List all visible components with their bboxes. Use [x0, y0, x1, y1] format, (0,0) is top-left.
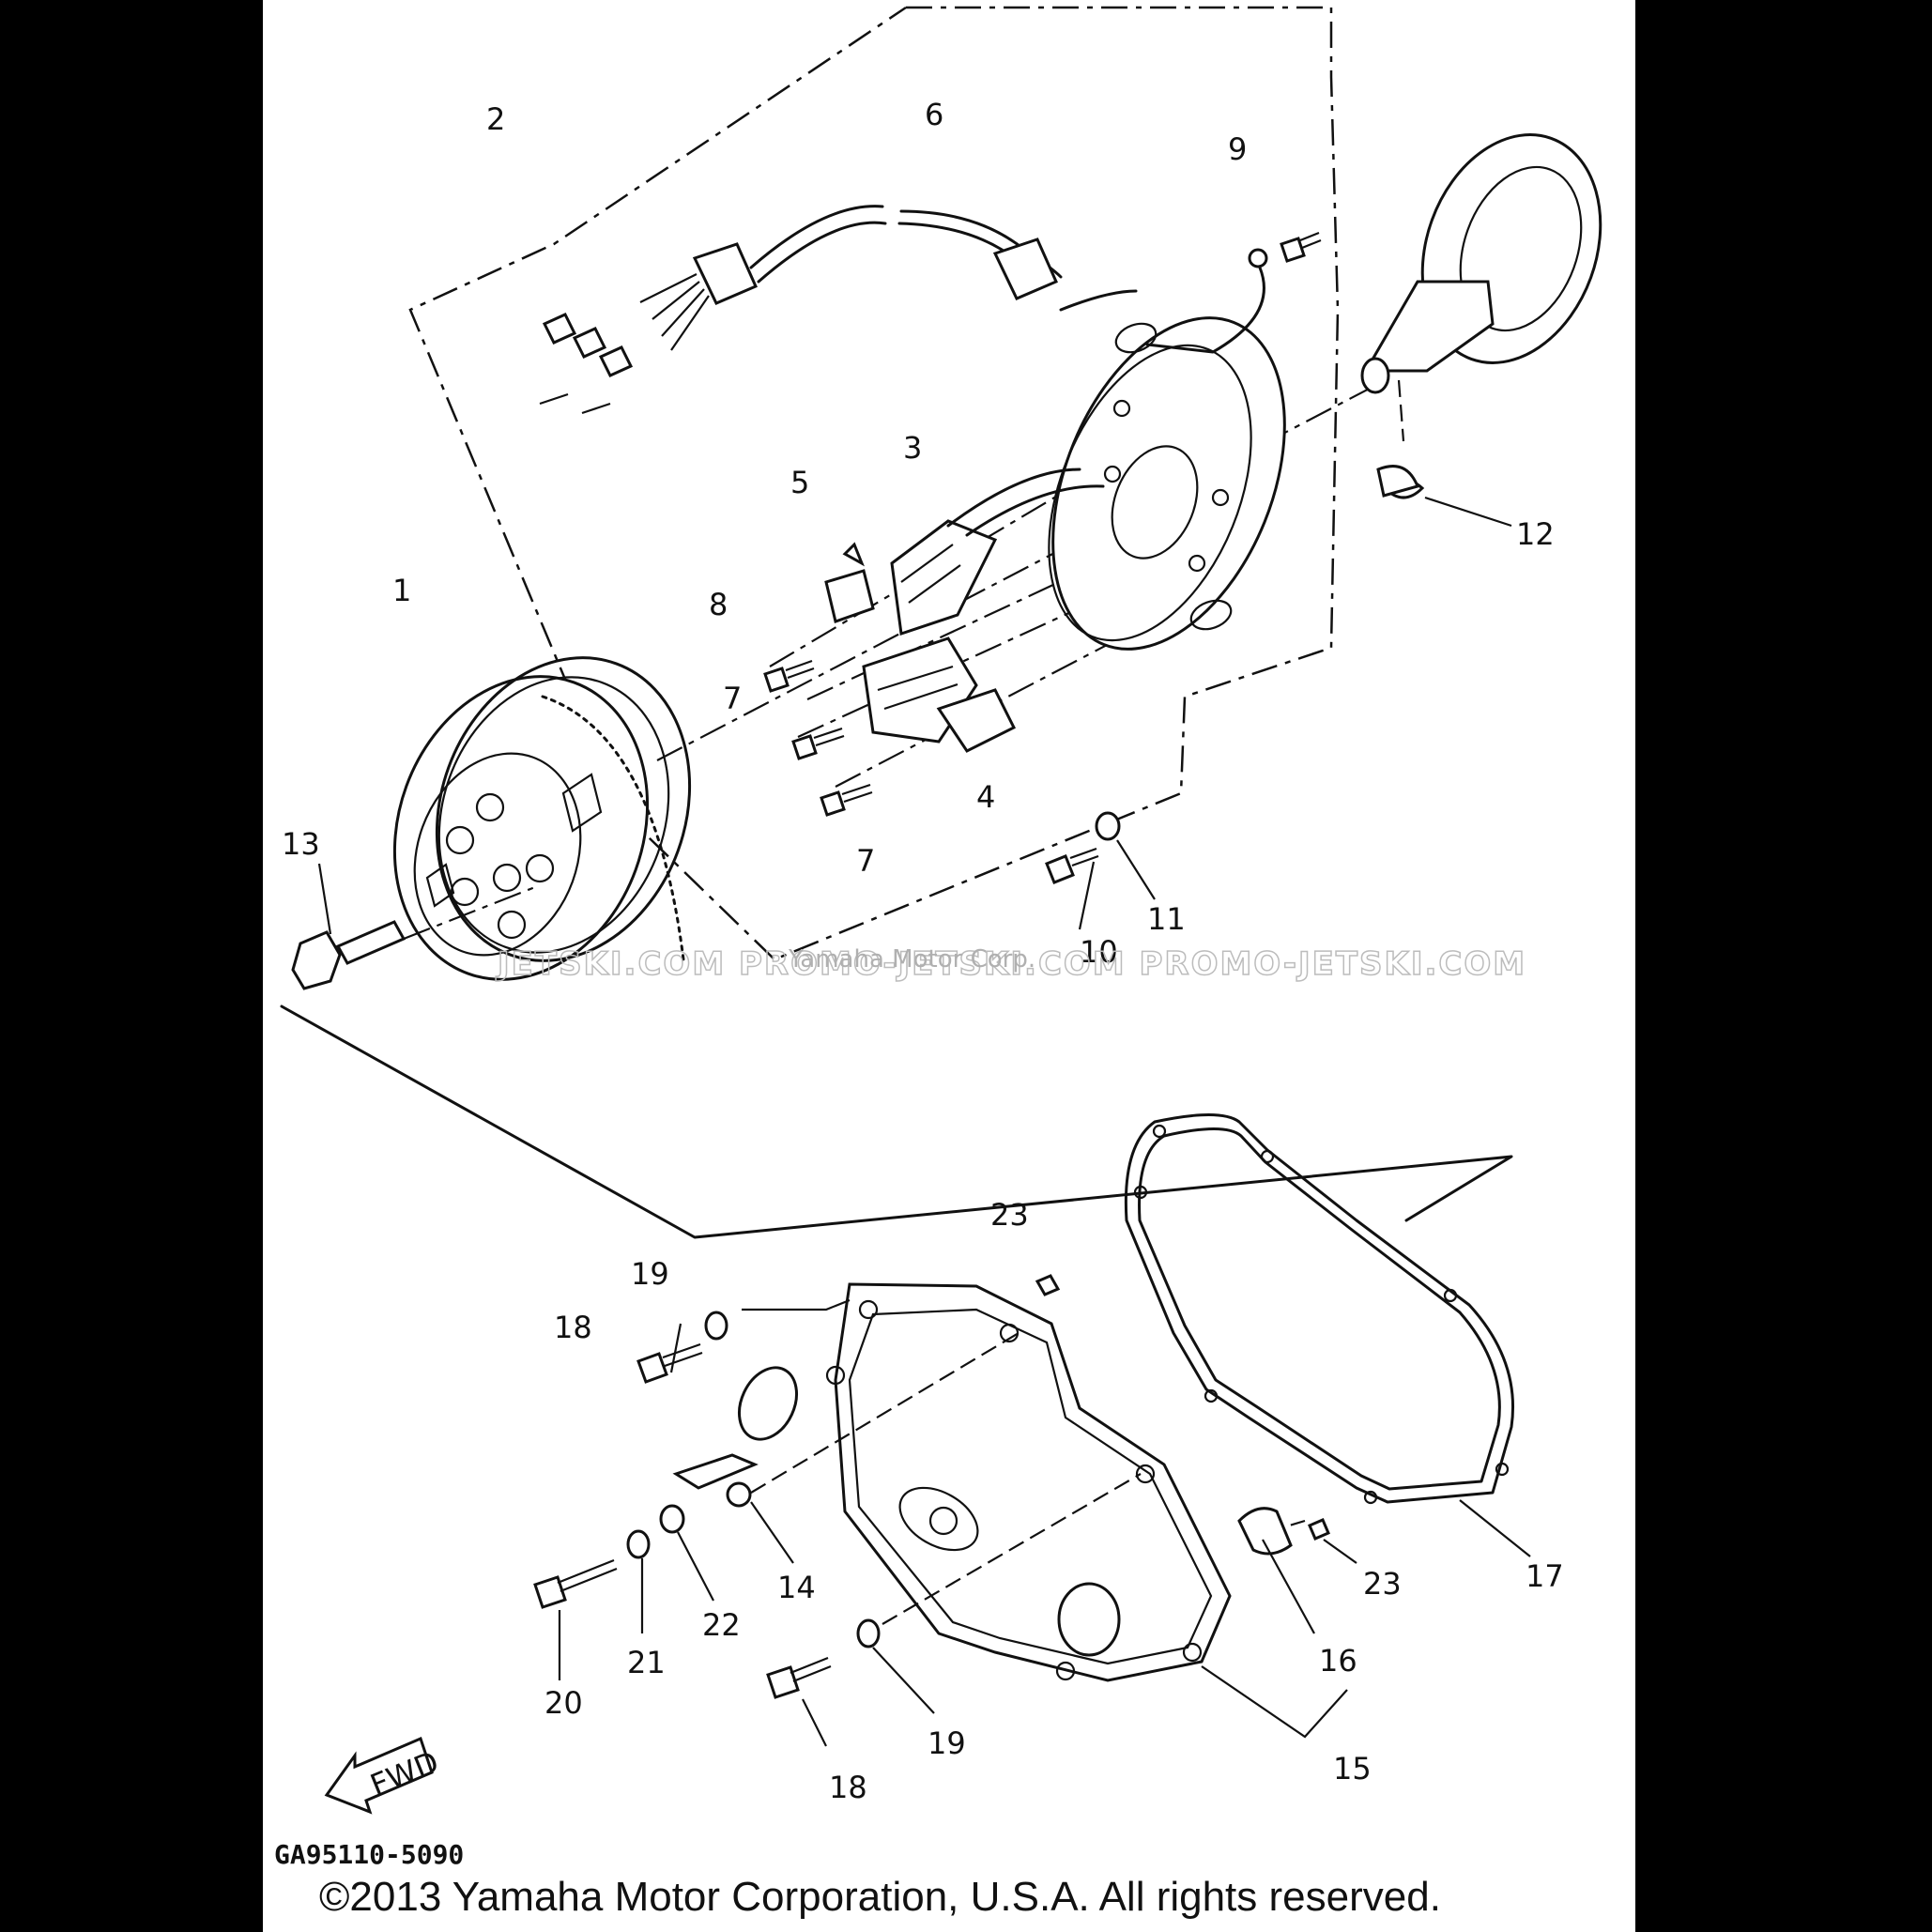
watermark-note: Yamaha Motor Corp.	[788, 945, 1035, 974]
callout-19a: 19	[631, 1256, 669, 1292]
watermark: JETSKI.COM PROMO-JETSKI.COM PROMO-JETSKI…	[495, 944, 1526, 984]
callout-23b: 23	[1363, 1566, 1402, 1602]
cover-group-outline	[280, 1004, 1513, 1239]
callout-23a: 23	[990, 1197, 1029, 1233]
forward-direction-arrow: FWD	[324, 1736, 444, 1815]
stator-screws	[763, 659, 873, 817]
drawing-code: GA95110-5090	[274, 1839, 464, 1870]
callout-13: 13	[282, 826, 320, 862]
plate-bolt-washer	[1045, 811, 1156, 930]
cover-gasket	[1124, 1113, 1531, 1557]
charge-coil	[890, 468, 1105, 636]
callout-22: 22	[702, 1607, 741, 1643]
callout-7a: 7	[723, 681, 742, 716]
flywheel-rotor	[392, 656, 692, 981]
callout-18b: 18	[829, 1770, 867, 1805]
wire-harness	[539, 205, 1322, 415]
callout-14: 14	[777, 1570, 816, 1605]
callout-10: 10	[1080, 934, 1118, 970]
callout-15: 15	[1333, 1751, 1372, 1786]
cover-fasteners	[533, 1274, 1357, 1747]
wire-clamp	[672, 1332, 1306, 1625]
callout-21: 21	[627, 1645, 666, 1680]
pulser-coil	[862, 636, 1017, 753]
stator-base-plate	[1048, 316, 1286, 651]
callout-8: 8	[709, 587, 728, 622]
callout-5: 5	[790, 465, 809, 500]
flywheel-nut	[291, 863, 406, 990]
callout-18a: 18	[554, 1310, 592, 1345]
woodruff-key	[1376, 465, 1512, 528]
callout-9: 9	[1228, 131, 1247, 167]
lighting-coil	[824, 542, 875, 623]
watermark-text: JETSKI.COM PROMO-JETSKI.COM PROMO-JETSKI…	[496, 945, 1526, 983]
callout-3: 3	[903, 430, 922, 466]
callout-6: 6	[925, 97, 943, 132]
callout-7b: 7	[856, 843, 875, 879]
callout-20: 20	[544, 1685, 583, 1721]
callout-12: 12	[1516, 516, 1555, 552]
crankshaft-taper	[1360, 133, 1602, 499]
copyright-notice: ©2013 Yamaha Motor Corporation, U.S.A. A…	[319, 1874, 1441, 1920]
callout-2: 2	[486, 101, 505, 137]
callout-11: 11	[1147, 901, 1186, 937]
generator-cover	[825, 1282, 1232, 1682]
callout-16: 16	[1319, 1643, 1357, 1679]
assembly-boundary	[408, 6, 1340, 961]
callout-17: 17	[1526, 1558, 1564, 1594]
callout-1: 1	[392, 573, 411, 608]
part-callouts: 1 2 3 4 5 6 7 7 8 9 10 11 12 13 14 15 16…	[282, 97, 1564, 1805]
callout-4: 4	[976, 779, 995, 815]
callout-19b: 19	[928, 1725, 966, 1761]
